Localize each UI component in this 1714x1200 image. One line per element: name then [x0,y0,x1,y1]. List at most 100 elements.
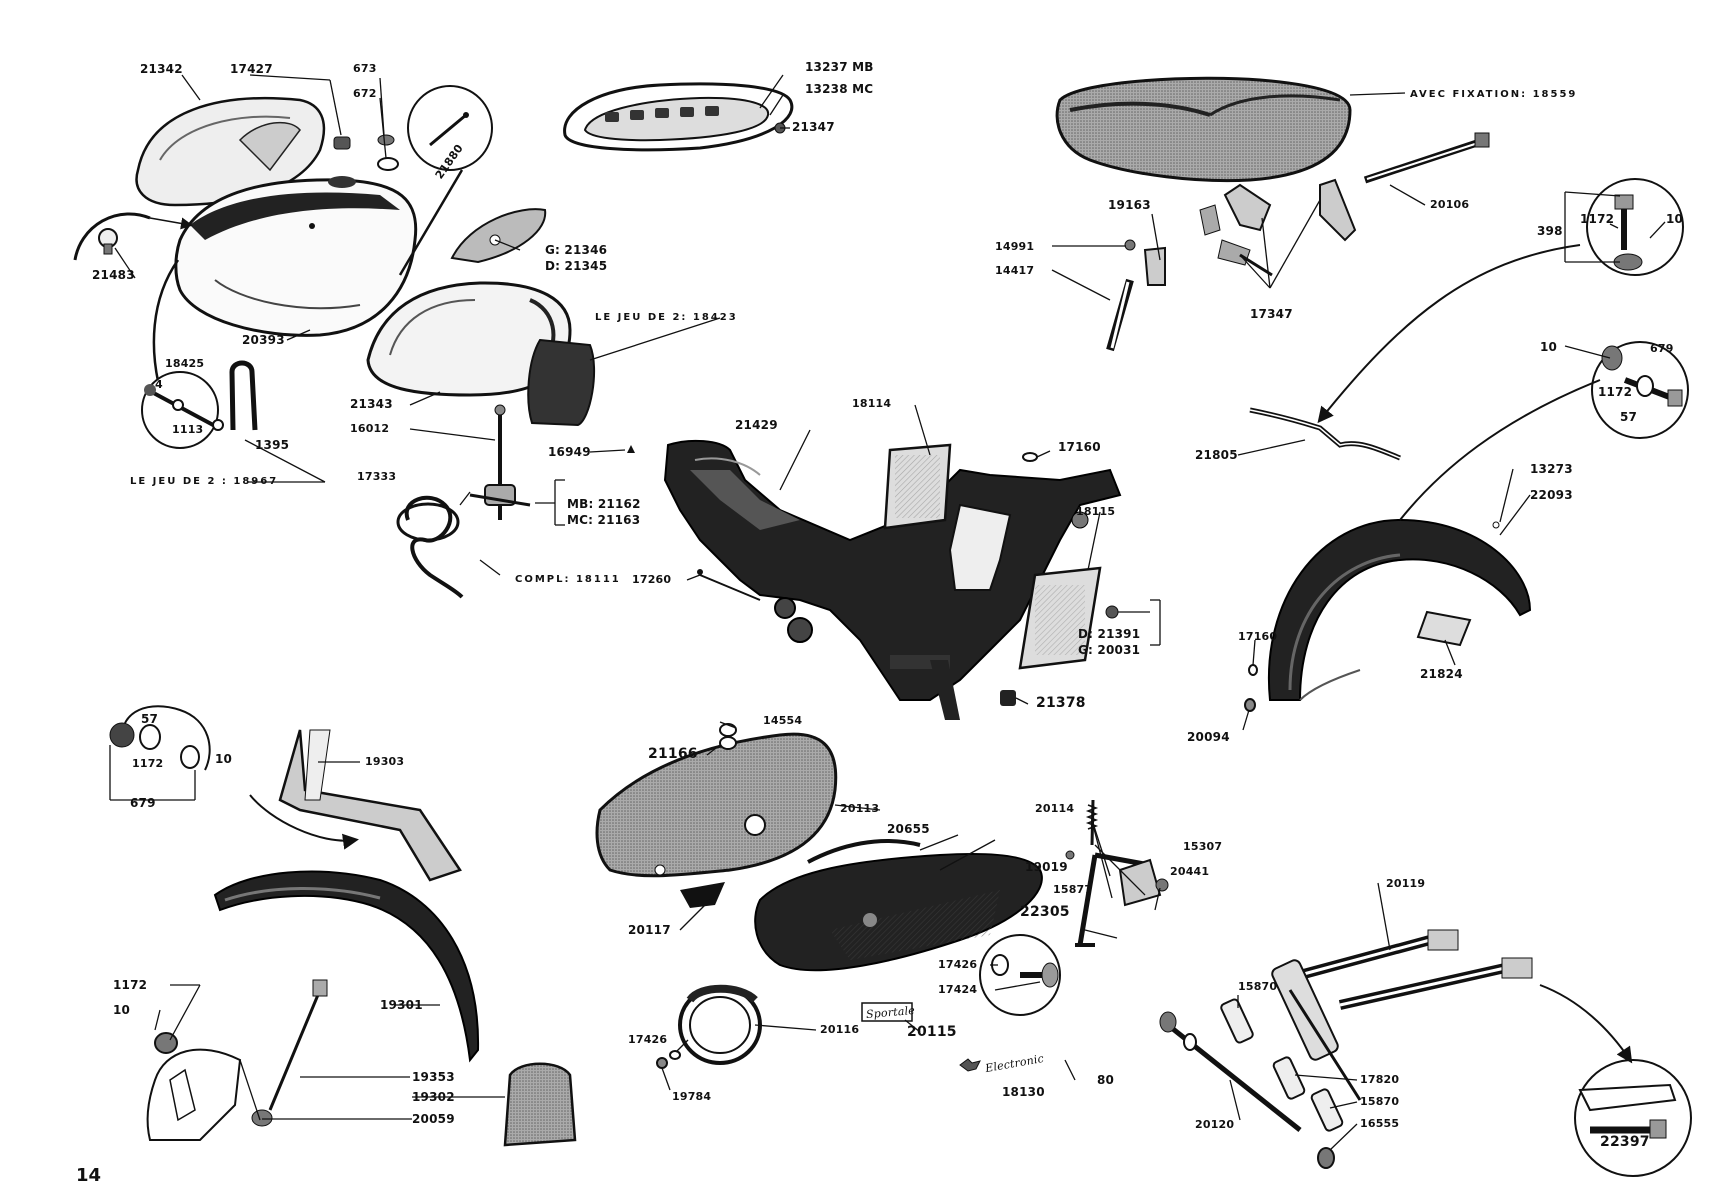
label-17347: 17347 [1250,307,1293,321]
label-compl-18111: COMPL: 18111 [515,574,621,585]
detail-circle-21483 [73,212,193,391]
label-19301: 19301 [380,998,423,1012]
leader-lines [109,74,1666,1151]
label-80: 80 [1097,1073,1115,1087]
label-679-left: 679 [130,796,156,810]
reflector-18115 [1018,566,1119,670]
label-17160-frame: 17160 [1058,440,1101,454]
label-17160-mudguard: 17160 [1238,630,1278,643]
side-panel-18423 [527,338,596,427]
detail-circle-21880 [398,85,493,276]
label-17427: 17427 [230,62,273,76]
front-mudguard-19301 [213,870,480,1063]
label-398: 398 [1537,224,1563,238]
label-jeu-18423: LE JEU DE 2: 18423 [595,312,738,323]
label-20114: 20114 [1035,802,1075,815]
label-10-left: 10 [215,752,233,766]
label-20113: 20113 [840,802,880,815]
spindle-20120 [1159,1011,1302,1132]
tank-bolt-detail-18425 [141,371,224,449]
label-1172-right: 1172 [1598,385,1633,399]
label-21429: 21429 [735,418,778,432]
label-13237-mb: 13237 MB [805,60,874,74]
label-13238-mc: 13238 MC [805,82,874,96]
stay-21805 [1249,407,1401,461]
label-17424: 17424 [938,983,978,996]
label-18115: 18115 [1076,505,1116,518]
label-21166: 21166 [648,746,698,762]
label-g-20031: G: 20031 [1078,643,1141,657]
small-cover-20117 [680,882,725,908]
mudguard-flap-19302 [503,1062,577,1147]
label-mc-21163: MC: 21163 [567,513,641,527]
label-679-right: 679 [1650,342,1674,355]
tank-cap-17427 [333,136,351,150]
bolt-detail-57-679 [109,705,359,850]
label-1172-top: 1172 [1580,212,1615,226]
label-19784: 19784 [672,1090,712,1103]
swing-arm-20119 [1271,929,1533,1101]
grommet-17160 [1022,452,1038,462]
label-20116: 20116 [820,1023,860,1036]
label-1172-left: 1172 [132,757,164,770]
leader-detail-to-mudguard [1399,379,1601,521]
label-19163: 19163 [1108,198,1151,212]
label-16012: 16012 [350,422,390,435]
label-20441: 20441 [1170,865,1210,878]
clip-21824 [1416,610,1472,647]
label-672: 672 [353,87,377,100]
rear-mudguard-22093 [1267,518,1532,701]
label-20120: 20120 [1195,1118,1235,1131]
label-20119: 20119 [1386,877,1426,890]
cap-parts-672-673 [377,134,399,171]
label-20393: 20393 [242,333,285,347]
screws-17426-19784 [656,1050,681,1069]
bolt-detail-679 [1591,341,1689,439]
label-14554: 14554 [763,714,803,727]
seal-strip-20655 [807,839,921,864]
label-19353: 19353 [412,1070,455,1084]
bolt-detail-17424 [979,934,1061,1016]
fuel-tap-16012 [469,404,531,520]
label-21378: 21378 [1036,695,1086,711]
saddle-pin-20106 [1363,132,1490,184]
label-20059: 20059 [412,1112,455,1126]
chain-guard-20114 [754,852,1043,972]
label-14991: 14991 [995,240,1035,253]
label-1395: 1395 [255,438,290,452]
badge-20115 [861,1002,913,1022]
label-d-21391: D: 21391 [1078,627,1141,641]
label-mb-21162: MB: 21162 [567,497,641,511]
bracket-19303 [278,729,462,882]
label-10-fork: 10 [113,1003,131,1017]
label-20655: 20655 [887,822,930,836]
label-15307: 15307 [1183,840,1223,853]
tank-cover-21342 [135,96,326,207]
saddle-18559 [1055,76,1352,183]
label-16949: 16949 [548,445,591,459]
label-17260: 17260 [632,573,672,586]
magneto-cover-20116 [678,984,762,1065]
label-19303: 19303 [365,755,405,768]
fork-bracket-20059 [146,979,328,1141]
label-19019: 19019 [1025,860,1068,874]
side-cover-20113 [595,732,838,878]
saddle-stud-14417 [1106,239,1166,352]
label-19302: 19302 [412,1090,455,1104]
label-21483: 21483 [92,268,135,282]
leader-saddle-to-stay [1317,244,1581,424]
label-18114: 18114 [852,397,892,410]
label-4: 4 [155,378,163,391]
label-10-right: 10 [1540,340,1558,354]
label-17426-cover: 17426 [938,958,978,971]
label-17820: 17820 [1360,1073,1400,1086]
label-15870-top: 15870 [1238,980,1278,993]
clip-16949 [627,445,635,453]
label-16555: 16555 [1360,1117,1400,1130]
label-17426-screw: 17426 [628,1033,668,1046]
knee-pad-21346 [450,208,547,264]
label-57-right: 57 [1620,410,1638,424]
label-1113: 1113 [172,423,204,436]
